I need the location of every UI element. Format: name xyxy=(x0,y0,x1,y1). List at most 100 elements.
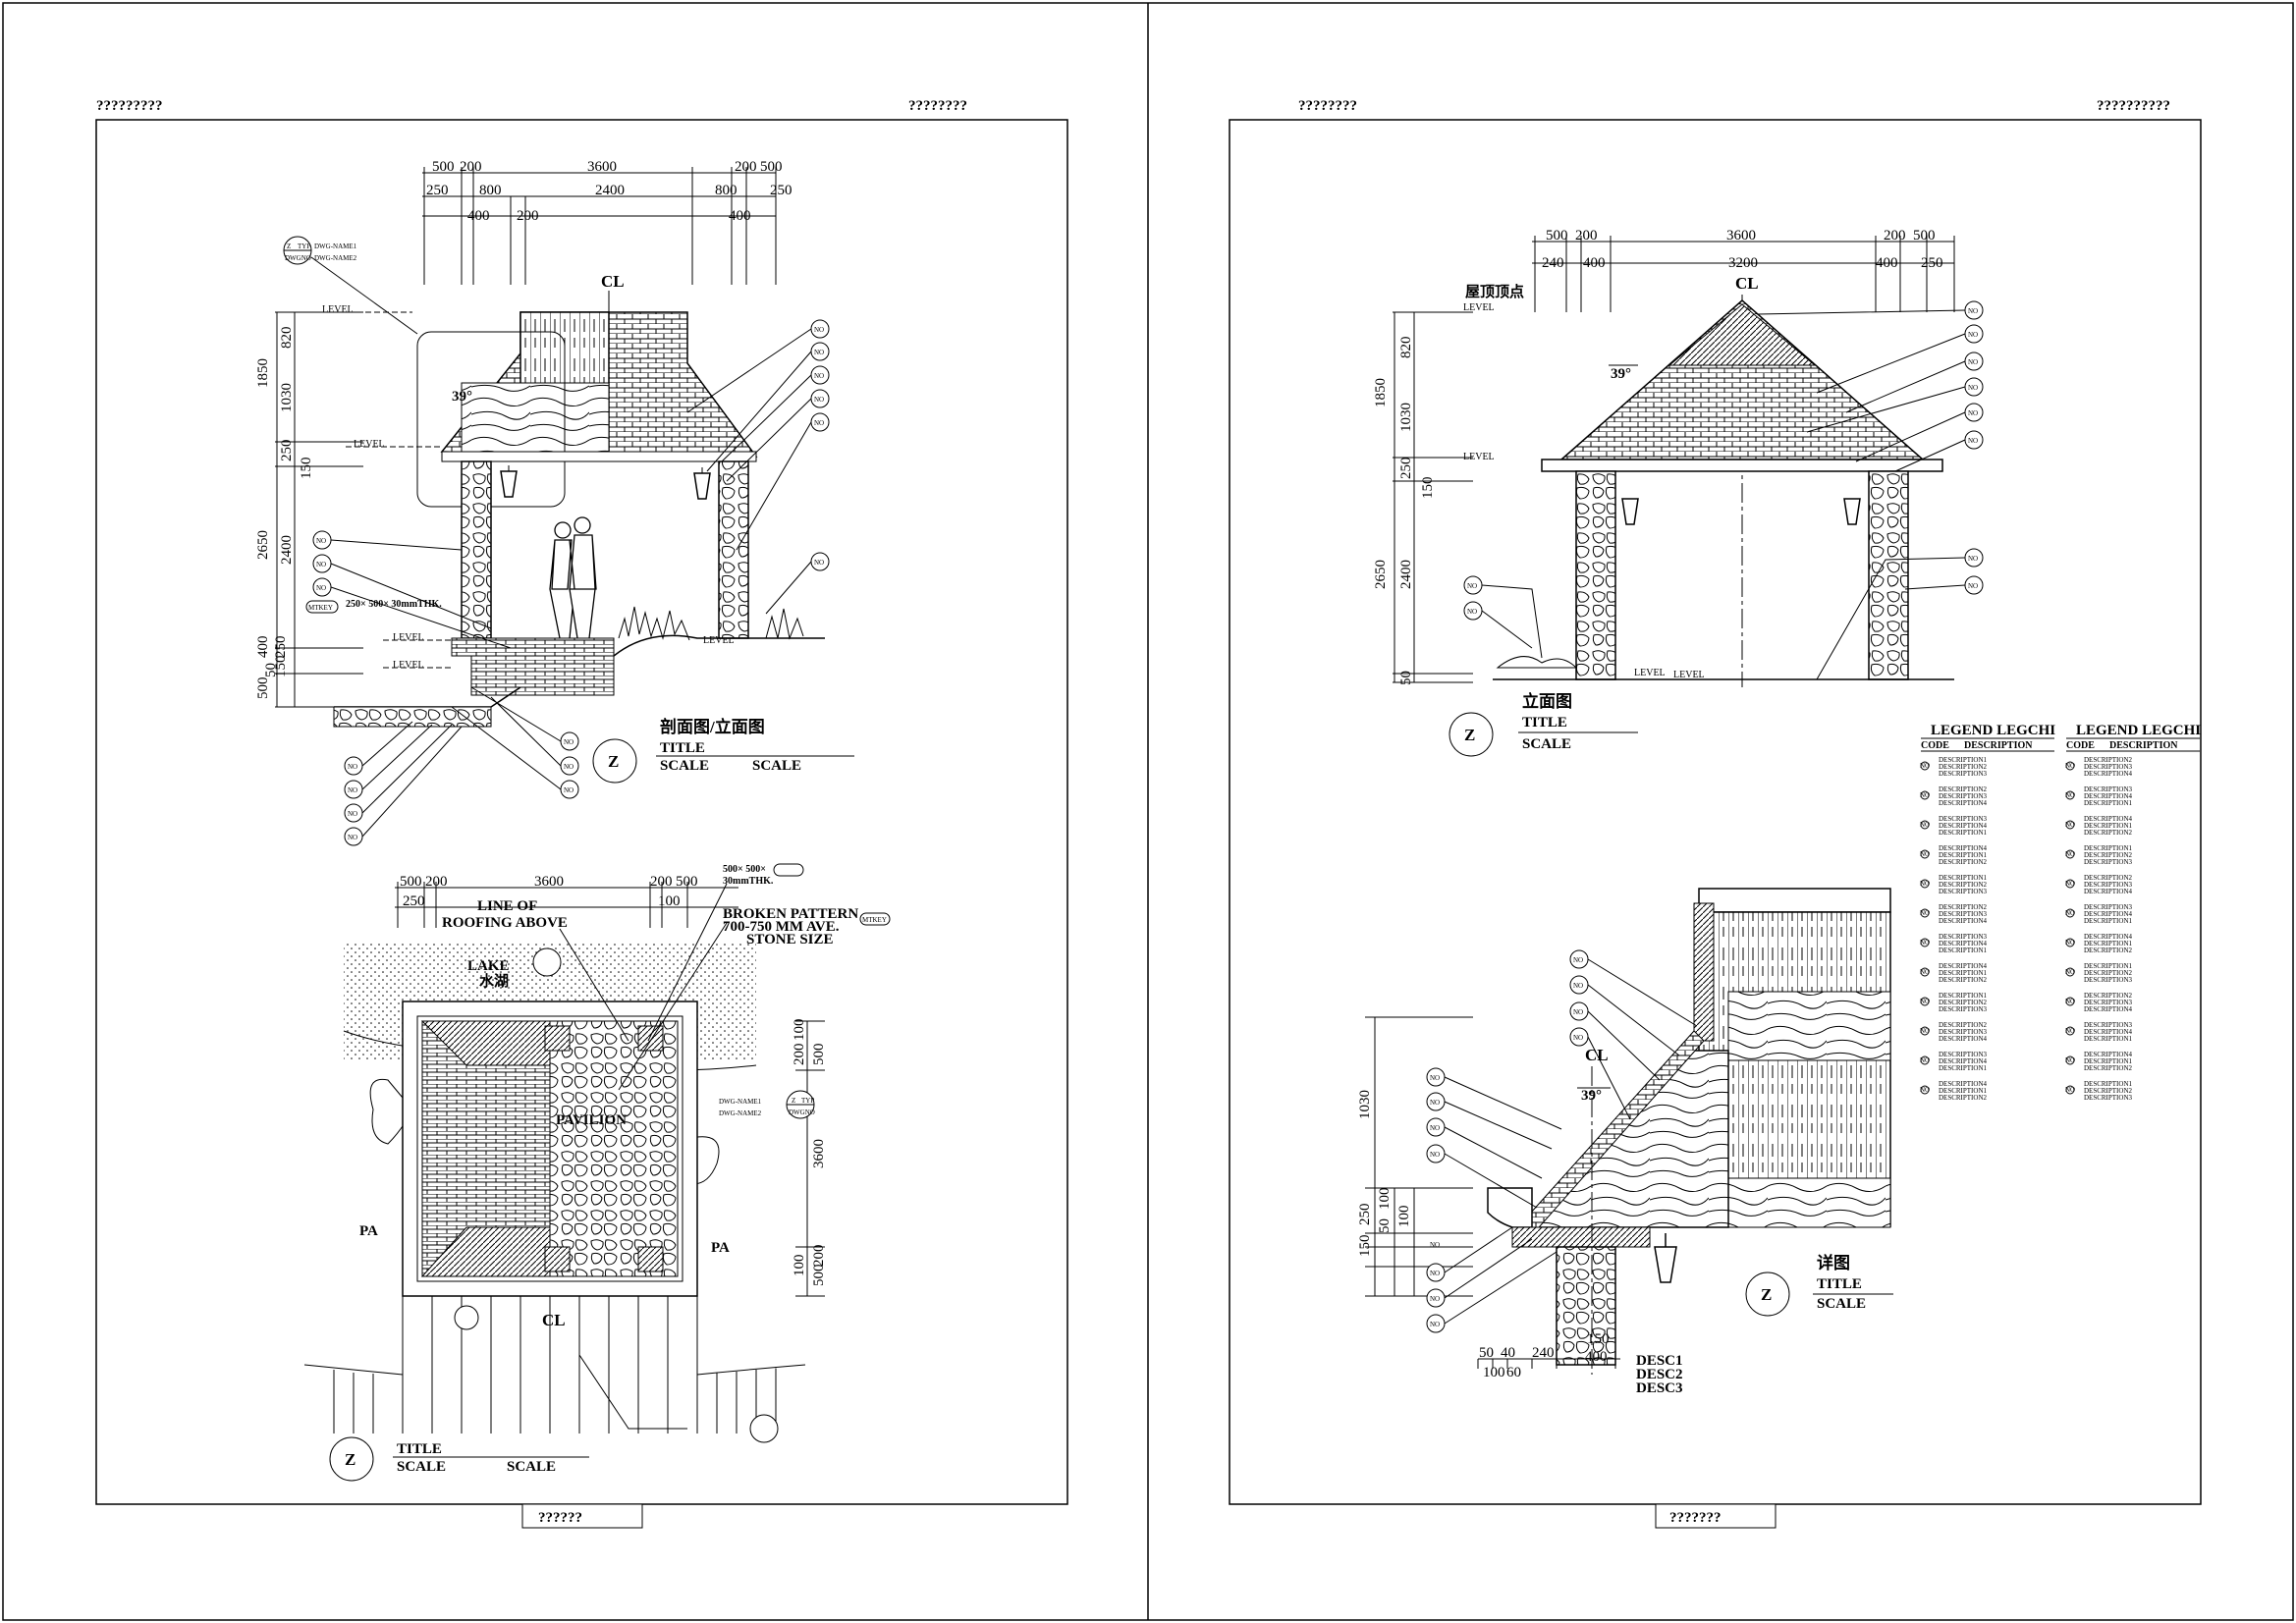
elev-callout-1: NO xyxy=(1968,307,1978,315)
legend-code: NO xyxy=(2065,1086,2075,1094)
sec-dim-top-4: 200 xyxy=(735,159,757,175)
legend-code-icon xyxy=(2065,997,2075,1006)
sec-ref-name1: DWG-NAME1 xyxy=(314,243,357,250)
legend-description: DESCRIPTION4 xyxy=(1939,1035,1988,1043)
sec-left-dim-8: 400 xyxy=(255,636,271,659)
legend-code-icon xyxy=(2065,967,2075,977)
legend-description: DESCRIPTION2 xyxy=(1939,881,1988,889)
legend-description: DESCRIPTION1 xyxy=(1939,969,1988,977)
plan-right-dim-2: 200 xyxy=(792,1044,807,1066)
legend-description: DESCRIPTION2 xyxy=(1939,1094,1988,1102)
det-left-dim-3: 50 xyxy=(1377,1218,1393,1233)
legend-code: NO xyxy=(2065,909,2075,917)
sec-callout-7: NO xyxy=(316,537,326,545)
legend-code: NO xyxy=(2065,968,2075,976)
elev-callout-7: NO xyxy=(1968,555,1978,563)
sec-left-dim-9: 250 xyxy=(273,636,289,659)
legend-code-icon xyxy=(1920,908,1930,918)
elev-callout-6: NO xyxy=(1968,437,1978,445)
legend-description: DESCRIPTION1 xyxy=(2084,799,2133,807)
elev-left-dim-2: 820 xyxy=(1398,337,1414,359)
legend-description: DESCRIPTION3 xyxy=(2084,763,2133,771)
detail-title-block: Z 详图 TITLE SCALE xyxy=(1745,1253,1893,1317)
legend-code: NO xyxy=(1920,762,1930,770)
plan-note-lake-cn: 水湖 xyxy=(479,972,509,990)
legend-code-icon xyxy=(1920,997,1930,1006)
legend-code-icon xyxy=(2065,938,2075,947)
legend-code-icon xyxy=(2065,908,2075,918)
legend-description: DESCRIPTION4 xyxy=(2084,815,2133,823)
elev-dim-r2-4: 400 xyxy=(1876,255,1898,271)
sec-note: 250× 500× 30mmTHK. xyxy=(346,599,442,610)
section-drawing: 500 200 3600 200 500 250 800 2400 800 25… xyxy=(255,159,830,846)
sec-mtkey: MTKEY xyxy=(308,604,333,612)
plan-dim-r2-2: 100 xyxy=(658,893,681,909)
legend-code: NO xyxy=(2065,880,2075,888)
legend-code: NO xyxy=(2065,791,2075,799)
plan-dim-top-1: 500 xyxy=(400,874,422,890)
plan-mtkey: MTKEY xyxy=(862,916,887,924)
elev-dim-top-2: 200 xyxy=(1575,228,1598,243)
plan-ref-dwgno: DWGNO xyxy=(789,1109,815,1116)
det-left-dim-1: 1030 xyxy=(1357,1090,1373,1119)
det-desc-2: DESC2 xyxy=(1636,1367,1683,1382)
det-angle: 39° xyxy=(1581,1088,1602,1104)
legend-description: DESCRIPTION3 xyxy=(2084,903,2133,911)
det-bottom-dim-7: 400 xyxy=(1585,1349,1608,1365)
sec-level-4: LEVEL xyxy=(393,660,424,671)
legend-description: DESCRIPTION2 xyxy=(2084,756,2133,764)
legend-description: DESCRIPTION1 xyxy=(2084,1080,2133,1088)
legend-title-right: LEGEND LEGCHI xyxy=(2076,723,2201,738)
plan-note-stone: STONE SIZE xyxy=(746,932,834,947)
legend-description: DESCRIPTION2 xyxy=(2084,851,2133,859)
legend-description: DESCRIPTION4 xyxy=(2084,933,2133,941)
det-callout-4: NO xyxy=(1573,1034,1583,1042)
sec-left-dim-7: 2400 xyxy=(279,535,295,565)
elev-dim-r2-5: 250 xyxy=(1921,255,1943,271)
det-left-dim-4: 100 xyxy=(1377,1188,1393,1211)
legend-code: NO xyxy=(1920,1086,1930,1094)
legend-description: DESCRIPTION4 xyxy=(1939,1080,1988,1088)
sec-ref-dwgno: DWGNO xyxy=(285,254,311,262)
sec-dim-r2-1: 250 xyxy=(426,183,449,198)
elev-centerline: CL xyxy=(1735,274,1759,293)
legend-description: DESCRIPTION4 xyxy=(1939,822,1988,830)
legend-description: DESCRIPTION2 xyxy=(1939,1021,1988,1029)
legend-code-icon xyxy=(2065,1055,2075,1065)
elev-level-4: LEVEL xyxy=(1673,670,1705,680)
legend-code: NO xyxy=(2065,998,2075,1005)
det-bottom-dim-4: 100 xyxy=(1483,1365,1505,1380)
det-callout-3: NO xyxy=(1573,1008,1583,1016)
legend-description: DESCRIPTION1 xyxy=(2084,1035,2133,1043)
elev-dim-r2-2: 400 xyxy=(1583,255,1606,271)
det-bottom-dim-5: 60 xyxy=(1506,1365,1521,1380)
legend-code-icon xyxy=(2065,1085,2075,1095)
sec-title-title: TITLE xyxy=(660,740,705,756)
sec-callout-9: NO xyxy=(316,584,326,592)
plan-drawing: 500 200 3600 200 500 250 100 LAKE 水湖 PAV… xyxy=(303,863,891,1443)
elev-callout-9: NO xyxy=(1467,582,1477,590)
legend-description: DESCRIPTION2 xyxy=(2084,1064,2133,1072)
sec-callout-2: NO xyxy=(814,349,824,356)
det-title-zone: Z xyxy=(1761,1285,1772,1304)
legend-code: NO xyxy=(2065,1056,2075,1064)
plan-ref-name2: DWG-NAME2 xyxy=(719,1109,762,1117)
plan-note-tile-size: 500× 500× xyxy=(723,864,766,875)
sec-dim-top-1: 500 xyxy=(432,159,455,175)
sec-level-3: LEVEL xyxy=(393,632,424,643)
plan-title-title: TITLE xyxy=(397,1441,442,1457)
legend-code-icon xyxy=(1920,938,1930,947)
elev-left-dim-5: 150 xyxy=(1420,477,1436,500)
legend-code: NO xyxy=(2065,762,2075,770)
legend-description: DESCRIPTION2 xyxy=(2084,992,2133,1000)
elev-left-dim-1: 1850 xyxy=(1373,378,1389,407)
legend-code: NO xyxy=(1920,1056,1930,1064)
elev-callout-2: NO xyxy=(1968,331,1978,339)
plan-note-pa-left: PA xyxy=(359,1223,378,1239)
legend-code: NO xyxy=(1920,968,1930,976)
plan-note-pa-right: PA xyxy=(711,1240,730,1256)
sec-dim-r2-4: 800 xyxy=(715,183,738,198)
legend-description: DESCRIPTION3 xyxy=(1939,792,1988,800)
plan-note-tile-thk: 30mmTHK. xyxy=(723,876,774,887)
elev-level-3: LEVEL xyxy=(1634,668,1666,678)
